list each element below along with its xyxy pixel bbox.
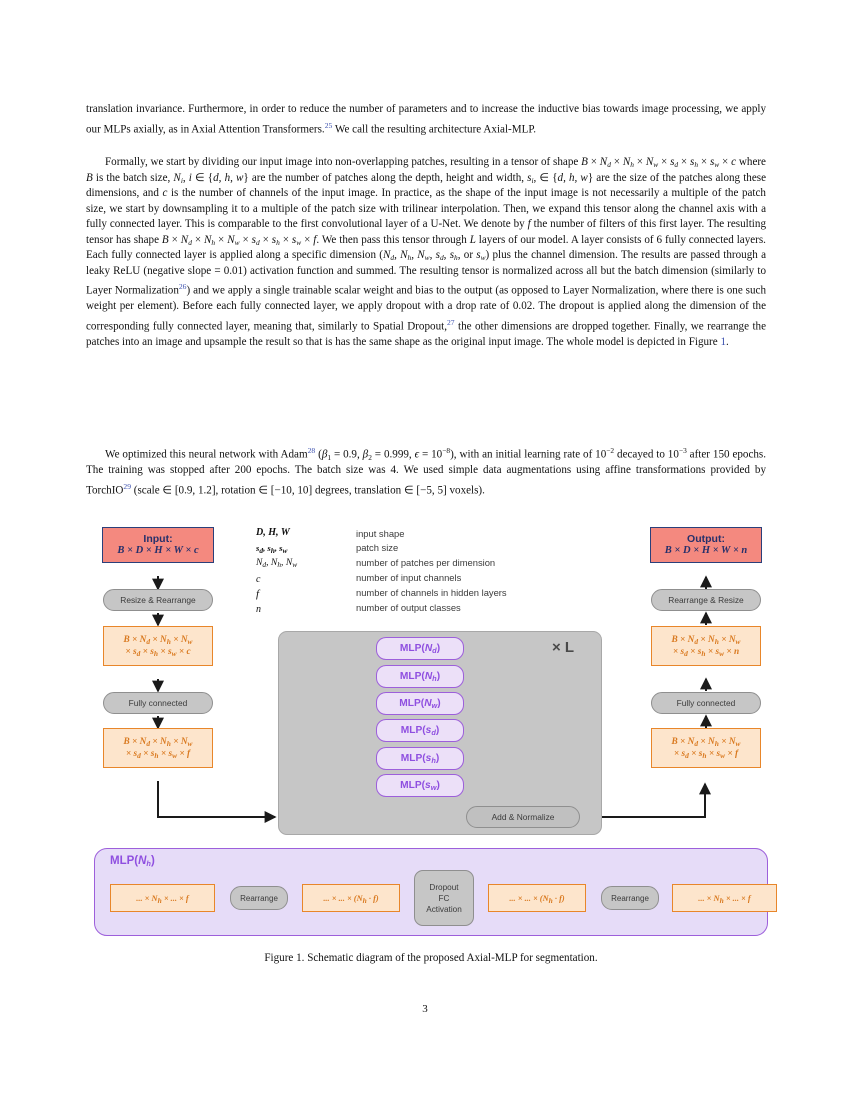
output-box-title: Output:	[687, 533, 725, 545]
mlp-detail-panel-title: MLP(Nh)	[110, 855, 155, 868]
legend-symbol-1: sd, sh, sw	[256, 543, 288, 555]
detail-shape-2: ... × ... × (Nh · f)	[302, 884, 400, 912]
detail-op-rearrange-1[interactable]: Rearrange	[230, 886, 288, 910]
shape-box-left-1-line1: B × Nd × Nh × Nw	[123, 634, 193, 646]
repeat-count-label: × L	[552, 639, 575, 656]
paragraph-1: translation invariance. Furthermore, in …	[86, 102, 766, 147]
mlp-pill-sd[interactable]: MLP(sd)	[376, 719, 464, 742]
op-resize-rearrange-label: Resize & Rearrange	[120, 595, 196, 605]
mlp-pill-sw[interactable]: MLP(sw)	[376, 774, 464, 797]
shape-box-right-1-line1: B × Nd × Nh × Nw	[671, 634, 741, 646]
paragraph-3-text: We optimized this neural network with Ad…	[86, 446, 767, 497]
op-fully-connected-left-label: Fully connected	[128, 698, 188, 708]
input-box-title: Input:	[143, 533, 173, 545]
citation-25[interactable]: 25	[324, 120, 333, 130]
shape-box-right-1: B × Nd × Nh × Nw × sd × sh × sw × n	[651, 626, 761, 666]
shape-box-right-2: B × Nd × Nh × Nw × sd × sh × sw × f	[651, 728, 761, 768]
page-number: 3	[422, 1003, 428, 1015]
detail-shape-4-label: ... × Nh × ... × f	[698, 893, 751, 905]
detail-shape-3: ... × ... × (Nh · f)	[488, 884, 586, 912]
mlp-pill-nh-label: MLP(Nh)	[399, 671, 441, 683]
mlp-pill-sw-label: MLP(sw)	[400, 780, 440, 792]
op-resize-rearrange[interactable]: Resize & Rearrange	[103, 589, 213, 611]
shape-box-left-2-line2: × sd × sh × sw × f	[125, 749, 191, 760]
legend-symbol-2: Nd, Nh, Nw	[256, 557, 298, 569]
mlp-pill-nh[interactable]: MLP(Nh)	[376, 665, 464, 688]
detail-activation-line: Activation	[426, 904, 462, 914]
op-add-normalize-label: Add & Normalize	[491, 812, 555, 822]
shape-box-left-2-line1: B × Nd × Nh × Nw	[123, 736, 193, 748]
figure-legend: D, H, W input shape sd, sh, sw patch siz…	[256, 527, 576, 627]
legend-symbol-3: c	[256, 574, 261, 585]
shape-box-left-1: B × Nd × Nh × Nw × sd × sh × sw × c	[103, 626, 213, 666]
shape-box-right-1-line2: × sd × sh × sw × n	[672, 647, 740, 658]
citation-27[interactable]: 27	[446, 317, 455, 327]
figure-ref-1[interactable]: 1	[720, 335, 726, 348]
p2-part-a: Formally, we start by dividing our input…	[105, 156, 582, 168]
mlp-pill-nw-label: MLP(Nw)	[399, 698, 441, 710]
legend-desc-1: patch size	[356, 542, 399, 553]
p1-part-a: translation invariance. Furthermore, in …	[86, 103, 766, 136]
legend-symbol-4: f	[256, 588, 260, 600]
figure-1-diagram: × L Input: B × D × H × W × c Resize & Re…	[86, 521, 777, 941]
detail-shape-4: ... × Nh × ... × f	[672, 884, 777, 912]
op-fully-connected-left[interactable]: Fully connected	[103, 692, 213, 714]
paragraph-2-text: Formally, we start by dividing our input…	[86, 156, 767, 348]
mlp-pill-nd[interactable]: MLP(Nd)	[376, 637, 464, 660]
detail-op-rearrange-2[interactable]: Rearrange	[601, 886, 659, 910]
detail-shape-3-label: ... × ... × (Nh · f)	[509, 893, 565, 905]
input-box: Input: B × D × H × W × c	[102, 527, 214, 563]
shape-box-left-1-line2: × sd × sh × sw × c	[125, 647, 191, 658]
legend-symbol-0: D, H, W	[256, 527, 290, 538]
paragraph-3: We optimized this neural network with Ad…	[86, 443, 766, 508]
figure-caption: Figure 1. Schematic diagram of the propo…	[264, 952, 598, 964]
citation-29[interactable]: 29	[123, 481, 132, 491]
mlp-pill-nd-label: MLP(Nd)	[399, 643, 441, 655]
output-box: Output: B × D × H × W × n	[650, 527, 762, 563]
op-add-normalize[interactable]: Add & Normalize	[466, 806, 580, 828]
detail-fc-line: FC	[438, 893, 450, 903]
mlp-pill-sh[interactable]: MLP(sh)	[376, 747, 464, 770]
legend-desc-0: input shape	[356, 528, 405, 539]
citation-26[interactable]: 26	[178, 282, 187, 291]
detail-op-dropout-fc-activation[interactable]: Dropout FC Activation	[414, 870, 474, 926]
output-box-shape: B × D × H × W × n	[664, 545, 748, 556]
shape-box-left-2: B × Nd × Nh × Nw × sd × sh × sw × f	[103, 728, 213, 768]
mlp-pill-nw[interactable]: MLP(Nw)	[376, 692, 464, 715]
op-fully-connected-right-label: Fully connected	[676, 698, 736, 708]
legend-desc-4: number of channels in hidden layers	[356, 587, 507, 598]
detail-shape-1: ... × Nh × ... × f	[110, 884, 215, 912]
detail-op-rearrange-2-label: Rearrange	[611, 893, 649, 903]
legend-symbol-5: n	[256, 604, 261, 615]
paragraph-1-text: translation invariance. Furthermore, in …	[86, 102, 766, 138]
legend-desc-3: number of input channels	[356, 572, 462, 583]
op-fully-connected-right[interactable]: Fully connected	[651, 692, 761, 714]
op-rearrange-resize[interactable]: Rearrange & Resize	[651, 589, 761, 611]
shape-box-right-2-line1: B × Nd × Nh × Nw	[671, 736, 741, 748]
mlp-pill-sd-label: MLP(sd)	[400, 725, 440, 737]
detail-op-rearrange-1-label: Rearrange	[240, 893, 278, 903]
mlp-pill-sh-label: MLP(sh)	[400, 753, 440, 765]
paragraph-2: Formally, we start by dividing our input…	[86, 155, 766, 359]
detail-shape-1-label: ... × Nh × ... × f	[136, 893, 189, 905]
legend-desc-2: number of patches per dimension	[356, 557, 496, 568]
detail-dropout-line: Dropout	[429, 882, 459, 892]
shape-box-right-2-line2: × sd × sh × sw × f	[673, 749, 739, 760]
legend-desc-5: number of output classes	[356, 602, 461, 613]
detail-shape-2-label: ... × ... × (Nh · f)	[323, 893, 379, 905]
input-box-shape: B × D × H × W × c	[117, 545, 199, 556]
citation-28[interactable]: 28	[307, 446, 316, 455]
op-rearrange-resize-label: Rearrange & Resize	[668, 595, 744, 605]
p1-part-b: We call the resulting architecture Axial…	[332, 123, 537, 136]
